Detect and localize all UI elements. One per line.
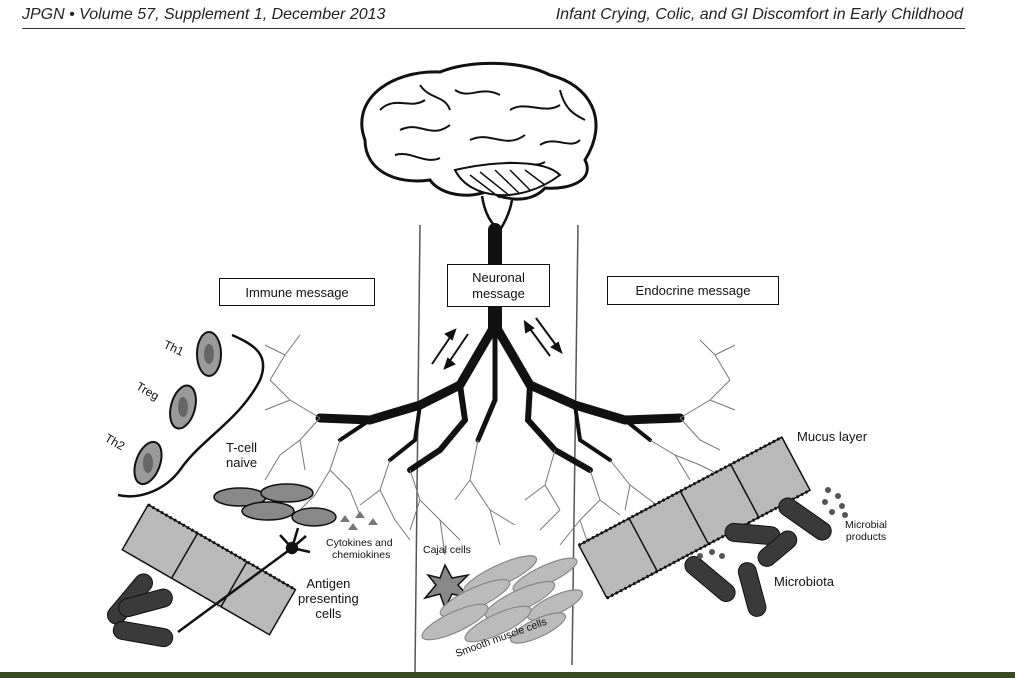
antigen-presenting-cell (177, 527, 311, 634)
apc-label-line2: presenting (298, 590, 359, 606)
cytokines-label: Cytokines and chemiokines (326, 537, 393, 561)
bidirectional-arrow-left (431, 328, 469, 370)
neuronal-message-line1: Neuronal (472, 269, 525, 285)
microbial-label-line1: Microbial (845, 519, 888, 531)
header-rule (22, 28, 965, 29)
immune-message-label: Immune message (245, 284, 349, 300)
mucus-layer-label: Mucus layer (797, 429, 868, 444)
microbiota-label: Microbiota (774, 574, 834, 589)
neuronal-message-box: Neuronal message (447, 264, 550, 307)
smooth-muscle-cells (421, 555, 584, 644)
bidirectional-arrow-right (523, 317, 563, 357)
endocrine-message-box: Endocrine message (607, 276, 779, 305)
cytokines-label-line1: Cytokines and (326, 537, 393, 549)
immune-message-box: Immune message (219, 278, 375, 306)
t-cell-label-line1: T-cell (226, 440, 258, 455)
dendrite-arbor (264, 334, 736, 556)
naive-t-cells (213, 483, 337, 527)
cytokines-label-line2: chemiokines (332, 549, 391, 562)
brain-illustration (360, 61, 598, 232)
t-cell-label-line2: naive (226, 454, 258, 470)
t-cell-naive-label: T-cell naive (226, 440, 258, 471)
antigen-presenting-cells-label: Antigen presenting cells (298, 576, 359, 622)
t-helper-cells (117, 331, 265, 498)
microbial-product-dots (697, 487, 848, 559)
right-epithelium (577, 435, 812, 600)
cajal-cells-label: Cajal cells (423, 544, 471, 556)
microbiota-bacteria (684, 497, 832, 617)
apc-label-line3: cells (315, 605, 342, 621)
microbial-label-line2: products (845, 531, 887, 544)
left-bacteria (107, 573, 174, 648)
page-bottom-edge (0, 672, 1015, 678)
running-title: Infant Crying, Colic, and GI Discomfort … (555, 6, 963, 23)
left-epithelium (121, 503, 297, 636)
journal-citation: JPGN • Volume 57, Supplement 1, December… (22, 6, 386, 23)
neuronal-message-line2: message (472, 285, 525, 301)
cytokine-particles (340, 511, 378, 530)
endocrine-message-label: Endocrine message (635, 283, 751, 298)
microbial-products-label: Microbial products (845, 519, 887, 543)
t-cell-bracket (117, 333, 265, 498)
divider-left (414, 224, 421, 673)
apc-label-line1: Antigen (306, 576, 351, 591)
